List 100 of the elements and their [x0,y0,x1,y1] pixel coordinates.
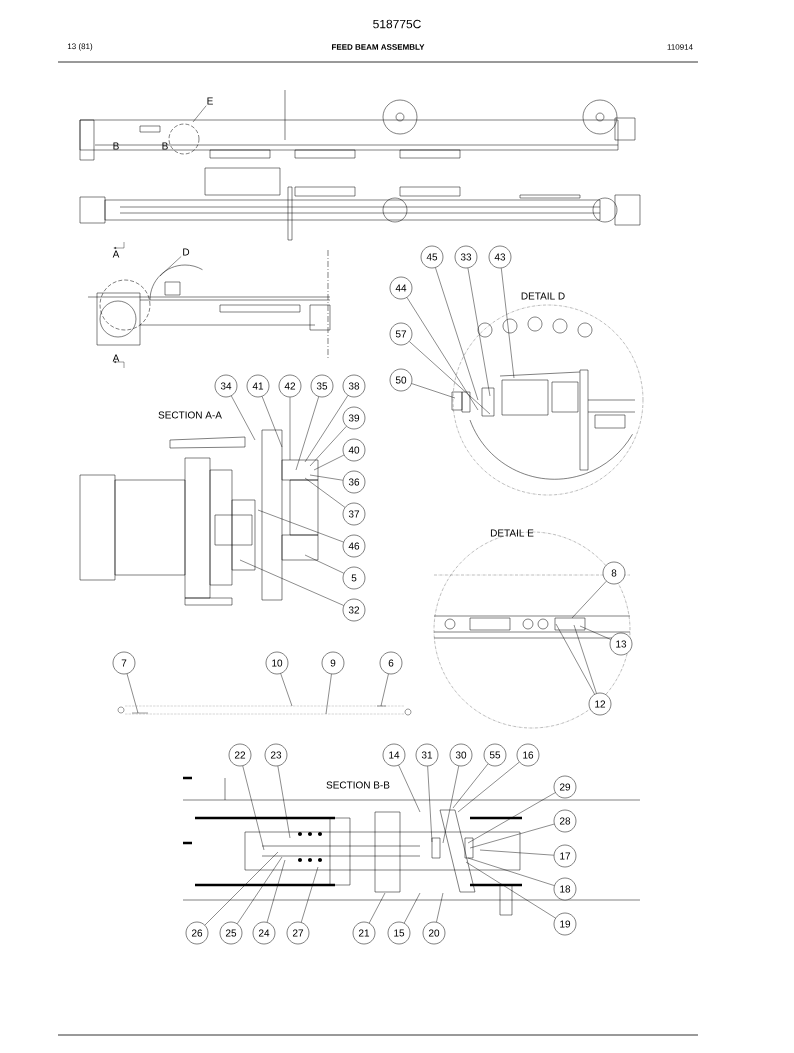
leader-line [304,554,345,574]
view-label: A [112,250,120,258]
leader-line [231,395,256,441]
callout-number: 18 [553,877,577,901]
leader-line [404,892,421,924]
leader-line [369,892,386,924]
callout-number: 50 [389,368,413,392]
leader-line [304,395,349,463]
leader-line [301,866,319,923]
leader-line [257,509,344,543]
view-label: B [113,142,119,150]
view-label: SECTION A-A [158,411,222,419]
callout-number: 38 [342,374,366,398]
detail-letter: E [205,96,215,106]
callout-number: 30 [449,743,473,767]
leader-line [469,823,555,849]
leader-line [467,792,556,844]
leader-line [435,267,479,401]
leader-line [411,383,456,399]
callout-number: 45 [420,245,444,269]
document-number: 518775C [373,19,421,29]
leader-line [573,624,597,694]
callout-number: 14 [382,743,406,767]
leader-line [313,454,345,471]
leader-line [126,673,139,714]
leader-line [309,426,347,467]
leader-line [239,559,344,606]
leader-line [442,765,459,844]
date-code: 110914 [667,44,693,50]
callout-number: 35 [310,374,334,398]
callout-number: 12 [588,692,612,716]
callout-number: 31 [415,743,439,767]
leader-line [406,297,479,411]
page-number: 13 (81) [67,43,93,51]
callout-number: 46 [342,534,366,558]
leader-line [457,761,520,813]
callout-number: 5 [342,566,366,590]
callout-number: 26 [185,921,209,945]
callout-number: 34 [214,374,238,398]
callout-number: 24 [252,921,276,945]
detail-letter: D [181,247,191,257]
leader-line [427,766,433,843]
page-title: FEED BEAM ASSEMBLY [332,44,425,50]
callout-number: 7 [112,651,136,675]
callout-number: 57 [389,322,413,346]
view-label: DETAIL D [521,292,565,300]
callout-number: 17 [553,844,577,868]
callout-number: 42 [278,374,302,398]
leader-line [555,623,595,695]
leader-line [467,857,555,886]
leader-line [289,397,291,461]
callout-number: 6 [379,651,403,675]
view-label: A [112,354,120,362]
callout-number: 13 [609,632,633,656]
callout-number: 40 [342,438,366,462]
leader-line [277,765,291,839]
leader-line [467,267,491,397]
view-label: SECTION B-B [326,781,390,789]
callout-number: 20 [422,921,446,945]
leader-line [501,267,515,379]
leader-line [237,856,283,924]
leader-line [309,474,344,481]
callout-number: 32 [342,598,366,622]
callout-number: 33 [454,245,478,269]
callout-number: 28 [553,809,577,833]
callout-number: 39 [342,406,366,430]
callout-number: 25 [219,921,243,945]
leader-line [159,256,182,277]
leader-line [409,341,491,415]
view-label: DETAIL E [490,529,534,537]
callout-number: 8 [602,561,626,585]
leader-line [261,396,283,448]
leader-line [436,892,444,923]
leader-line [204,851,279,926]
callout-number: 21 [352,921,376,945]
leader-line [325,673,332,715]
callout-number: 15 [387,921,411,945]
callout-number: 9 [321,651,345,675]
leader-line [266,859,286,923]
callout-number: 41 [246,374,270,398]
leader-line [579,625,611,640]
callout-number: 36 [342,470,366,494]
leader-line [465,861,556,919]
leader-line [242,765,265,851]
callout-number: 10 [265,651,289,675]
leader-line [479,849,554,856]
callout-number: 22 [228,743,252,767]
leader-line [304,477,346,508]
callout-number: 27 [286,921,310,945]
leader-line [571,581,607,619]
leader-line [398,765,421,813]
callout-number: 55 [483,743,507,767]
callout-number: 29 [553,775,577,799]
leader-line [192,105,207,123]
leader-line [280,673,293,707]
callout-number: 37 [342,502,366,526]
view-label: B [162,142,168,150]
leader-line [452,763,489,809]
callout-number: 44 [389,276,413,300]
callout-number: 16 [516,743,540,767]
